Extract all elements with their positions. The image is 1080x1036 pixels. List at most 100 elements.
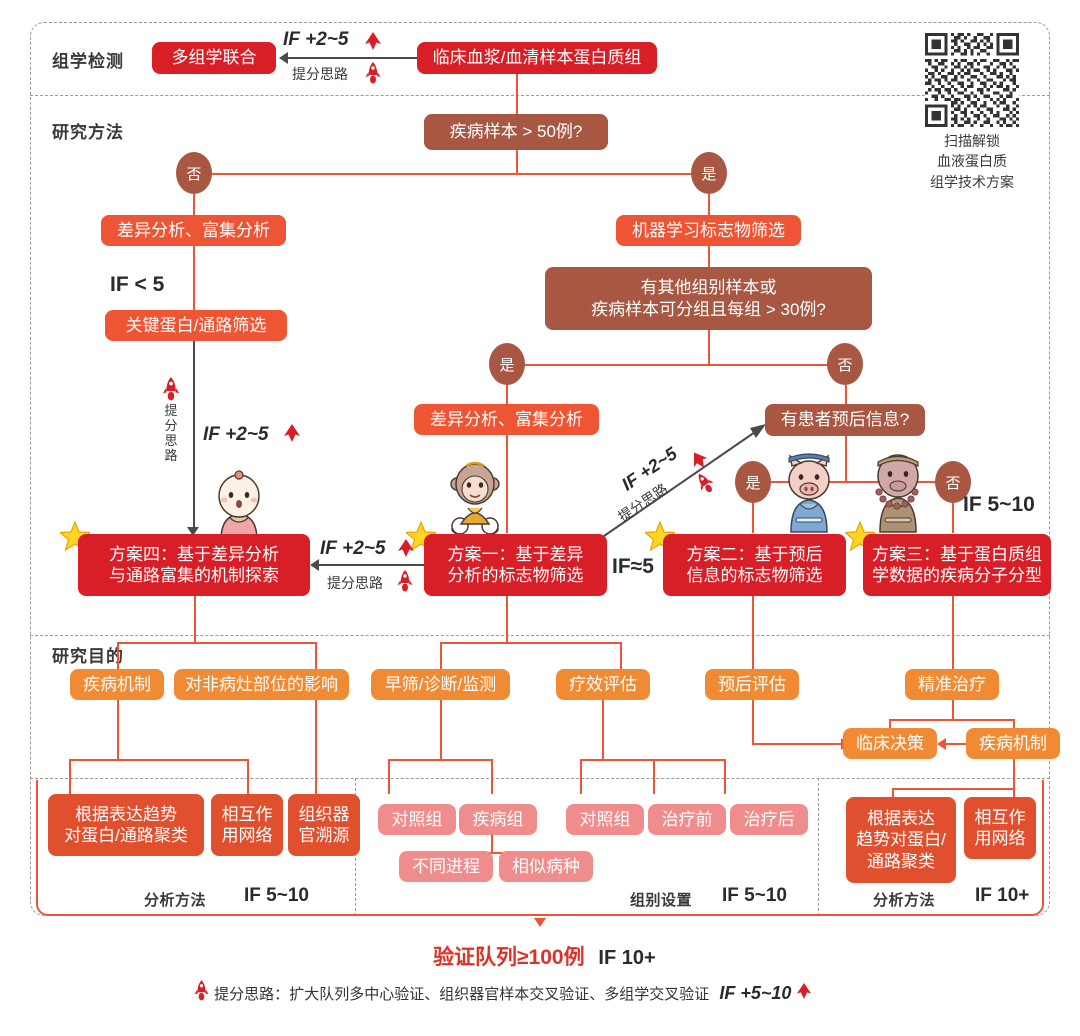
line-yesprog-to-plan2 xyxy=(752,503,754,533)
line-prognosis-aim-down xyxy=(752,642,754,670)
line-precision-down2 xyxy=(952,700,954,720)
line-plan3-down xyxy=(952,596,954,643)
rocket-icon-footer xyxy=(194,980,209,1001)
box-post-treatment[interactable]: 治疗后 xyxy=(730,804,808,835)
if-approx5: IF≈5 xyxy=(612,555,654,578)
pill-yes-prognosis: 是 xyxy=(735,461,771,503)
line-mech2-down xyxy=(1013,759,1015,789)
pill-yes-subgroup: 是 xyxy=(489,343,525,385)
box-diff-enrich-left[interactable]: 差异分析、富集分析 xyxy=(101,215,286,246)
line-prognosis-to-decision xyxy=(752,743,842,745)
box-disease-group[interactable]: 疾病组 xyxy=(459,804,537,835)
line-noprog-to-plan3 xyxy=(952,503,954,533)
up-arrow-icon-plan1 xyxy=(398,539,414,557)
rocket-icon-left xyxy=(162,377,180,401)
qr-caption-line1: 扫描解锁 xyxy=(944,133,1000,149)
box-multi-omics[interactable]: 多组学联合 xyxy=(152,42,276,74)
box-similar-disease[interactable]: 相似病种 xyxy=(499,851,593,882)
line-disease-down xyxy=(491,759,493,794)
line-diffmid-to-plan1 xyxy=(506,435,508,533)
box-q-prognosis[interactable]: 有患者预后信息? xyxy=(765,404,925,436)
tip-label-omics: 提分思路 xyxy=(292,66,348,82)
box-plan4[interactable]: 方案四：基于差异分析 与通路富集的机制探索 xyxy=(78,534,310,596)
line-prognosis-down xyxy=(845,436,847,482)
line-plan4-down xyxy=(194,596,196,643)
box-clinical-decision[interactable]: 临床决策 xyxy=(843,728,937,759)
qr-caption: 扫描解锁 血液蛋白质 组学技术方案 xyxy=(907,131,1037,192)
line-aim4-down xyxy=(620,642,622,670)
box-aim-prognosis[interactable]: 预后评估 xyxy=(705,669,799,700)
box-plan1[interactable]: 方案一：基于差异 分析的标志物筛选 xyxy=(424,534,607,596)
qr-caption-line3: 组学技术方案 xyxy=(930,173,1014,190)
line-aim3-down xyxy=(440,642,442,670)
section-label-methods: 研究方法 xyxy=(52,123,124,142)
line-nosub-down xyxy=(845,385,847,405)
pill-no-prognosis: 否 xyxy=(935,461,971,503)
validation-cohort-if: IF 10+ xyxy=(598,947,656,969)
box-aim-precision-treatment[interactable]: 精准治疗 xyxy=(905,669,999,700)
pill-yes-q50: 是 xyxy=(691,152,727,194)
box-diff-enrich-mid[interactable]: 差异分析、富集分析 xyxy=(414,404,599,435)
line-ml-down xyxy=(708,246,710,268)
box-interaction-network-left[interactable]: 相互作 用网络 xyxy=(211,794,283,856)
box-aim-disease-mechanism-2[interactable]: 疾病机制 xyxy=(966,728,1060,759)
line-precision-split xyxy=(890,719,1014,721)
arrow-mech2-to-decision xyxy=(937,738,946,750)
box-aim-efficacy[interactable]: 疗效评估 xyxy=(556,669,650,700)
tip-label-plan1-plan4: 提分思路 xyxy=(327,575,383,591)
line-plan1-down xyxy=(506,596,508,643)
footer-if-analysis-left: IF 5~10 xyxy=(244,885,309,906)
up-arrow-icon-left xyxy=(284,424,300,442)
box-control-group-1[interactable]: 对照组 xyxy=(378,804,456,835)
pill-no-q50: 否 xyxy=(176,152,212,194)
box-q-sample50[interactable]: 疾病样本 > 50例? xyxy=(424,114,608,150)
box-control-group-2[interactable]: 对照组 xyxy=(566,804,644,835)
line-mech2-to-decision xyxy=(945,743,966,745)
line-prognosisaim-down2 xyxy=(752,700,754,744)
mascot-monkey-icon xyxy=(450,461,500,538)
line-control2-down xyxy=(580,759,582,794)
box-q-subgroup[interactable]: 有其他组别样本或 疾病样本可分组且每组 > 30例? xyxy=(545,267,872,330)
footer-tip-label: 提分思路： xyxy=(214,986,290,1003)
line-rcluster-down xyxy=(892,788,894,798)
box-aim-disease-mechanism[interactable]: 疾病机制 xyxy=(70,669,164,700)
line-aim3-down2 xyxy=(440,700,442,760)
box-aim-screening[interactable]: 早筛/诊断/监测 xyxy=(371,669,510,700)
line-aim1-down xyxy=(117,642,119,670)
pill-no-subgroup: 否 xyxy=(827,343,863,385)
box-tissue-origin[interactable]: 组织器 官溯源 xyxy=(288,794,360,856)
if-gain-omics: IF +2~5 xyxy=(283,29,349,50)
line-plan2-down xyxy=(752,596,754,643)
qr-code-icon[interactable] xyxy=(925,33,1019,132)
diagonal-arrow-plan1-to-prognosis xyxy=(603,424,766,537)
box-ml-marker[interactable]: 机器学习标志物筛选 xyxy=(616,215,801,246)
box-plan3[interactable]: 方案三：基于蛋白质组 学数据的疾病分子分型 xyxy=(863,534,1051,596)
box-aim-nonlesion-effect[interactable]: 对非病灶部位的影响 xyxy=(174,669,349,700)
line-keyprotein-to-plan4 xyxy=(193,341,195,531)
line-rnetwork-down xyxy=(1013,788,1015,798)
validation-cohort-label: 验证队列≥100例 xyxy=(433,946,585,969)
line-pretreat-down xyxy=(653,759,655,794)
line-qsub-split xyxy=(508,364,846,366)
footer-tip-if: IF +5~10 xyxy=(719,983,792,1003)
footer-if-analysis-right: IF 10+ xyxy=(975,885,1030,906)
arrow-plan1-to-plan4 xyxy=(310,559,319,571)
box-cluster-by-trend-right[interactable]: 根据表达 趋势对蛋白/ 通路聚类 xyxy=(846,797,956,883)
box-cluster-by-trend-left[interactable]: 根据表达趋势 对蛋白/通路聚类 xyxy=(48,794,204,856)
box-clinical-proteome[interactable]: 临床血浆/血清样本蛋白质组 xyxy=(417,42,657,74)
mascot-pig-icon xyxy=(788,453,830,533)
box-plan2[interactable]: 方案二：基于预后 信息的标志物筛选 xyxy=(663,534,846,596)
box-interaction-network-right[interactable]: 相互作 用网络 xyxy=(964,797,1036,859)
line-aims-left-split xyxy=(118,642,316,644)
footer-tip-line: 提分思路：扩大队列多中心验证、组织器官样本交叉验证、多组学交叉验证 IF +5~… xyxy=(193,980,812,1004)
line-diffleft-down xyxy=(193,246,195,311)
box-different-progress[interactable]: 不同进程 xyxy=(399,851,493,882)
if-gain-plan1-plan4: IF +2~5 xyxy=(320,538,386,559)
line-qsub-down xyxy=(708,330,710,365)
line-aim2-down xyxy=(315,642,317,794)
box-key-protein[interactable]: 关键蛋白/通路筛选 xyxy=(105,310,287,341)
tip-vertical-left: 提分思路 xyxy=(164,403,178,463)
box-pre-treatment[interactable]: 治疗前 xyxy=(648,804,726,835)
line-q50-split xyxy=(194,173,710,175)
line-yes-down xyxy=(708,194,710,216)
